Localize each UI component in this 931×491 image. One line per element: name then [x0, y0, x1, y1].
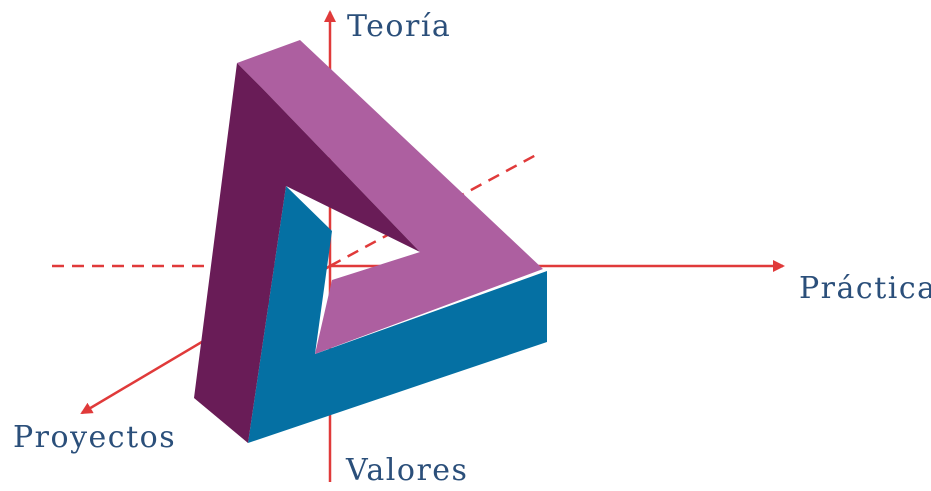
triangle-face-pink — [237, 40, 543, 354]
label-teoria: Teoría — [347, 9, 451, 44]
impossible-triangle-icon — [194, 40, 547, 443]
triangle-face-blue — [248, 186, 547, 443]
triangle-face-purple — [194, 63, 420, 443]
label-proyectos: Proyectos — [13, 420, 176, 455]
label-valores: Valores — [345, 453, 468, 488]
label-practica: Práctica — [799, 271, 931, 306]
